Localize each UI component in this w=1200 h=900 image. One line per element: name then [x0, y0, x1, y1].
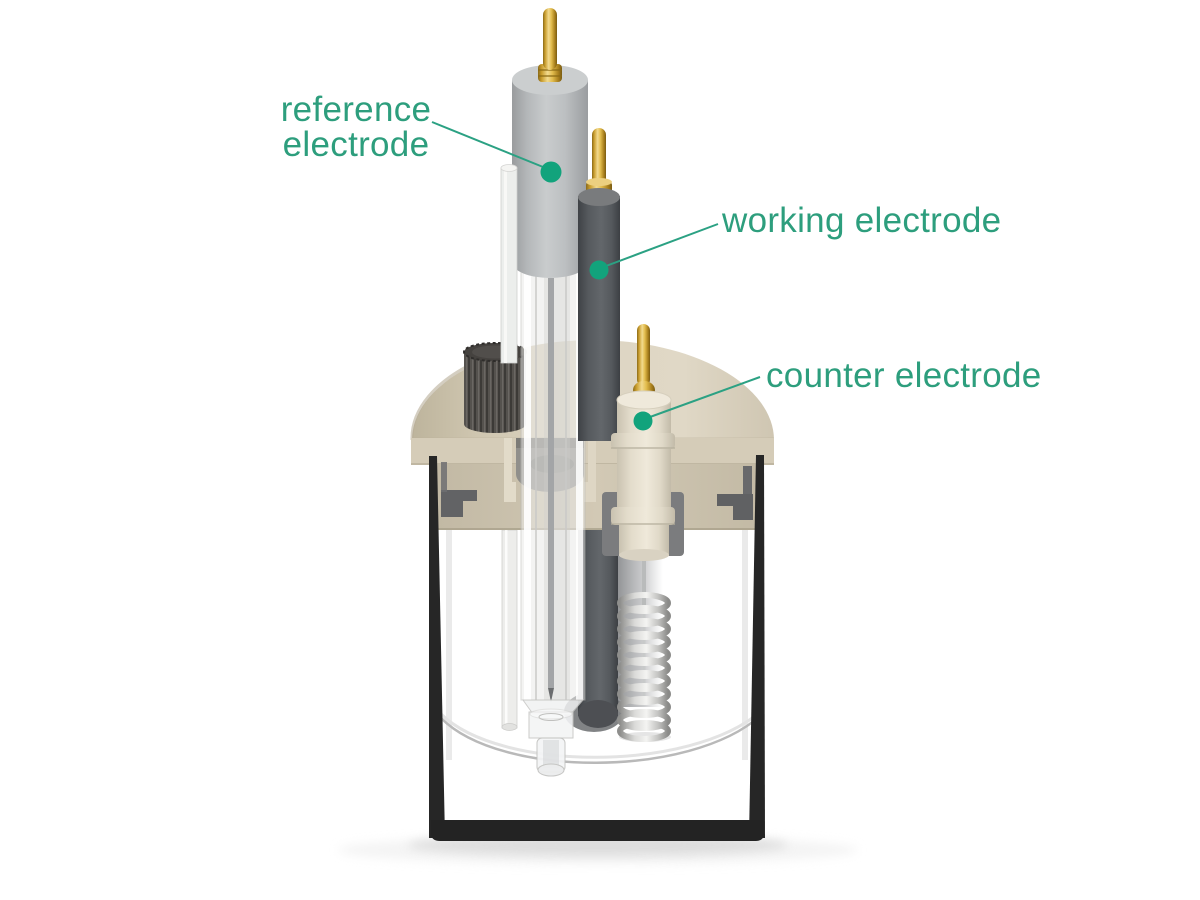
annotation-dot-counter	[633, 411, 653, 431]
label-reference-electrode-line1: reference	[281, 90, 432, 129]
counter-ridge-bottom	[611, 507, 675, 525]
lid-channel-step-left	[504, 438, 516, 502]
beaker-frame	[429, 455, 765, 841]
reference-pin-collar	[538, 64, 562, 82]
annotation-dot-reference	[540, 161, 562, 183]
working-rod-upper	[578, 196, 620, 441]
label-reference-electrode-line2: electrode	[283, 125, 430, 164]
purge-tube-lower	[501, 529, 518, 731]
working-electrode	[578, 128, 620, 441]
purge-tube-upper	[500, 164, 518, 364]
counter-electrode	[611, 324, 675, 561]
lid-groove-left	[441, 490, 477, 517]
annotations: reference electrode working electrode co…	[281, 90, 1042, 431]
reference-frit-tip	[522, 699, 585, 777]
spring-coils	[617, 592, 671, 742]
lid-block	[437, 464, 757, 530]
counter-ridge-top	[611, 433, 675, 449]
annotation-dot-working	[589, 260, 609, 280]
lid-channel-step-right	[584, 438, 596, 502]
label-counter-electrode: counter electrode	[766, 356, 1042, 395]
working-gold-pin	[592, 128, 606, 190]
reference-gold-pin	[543, 8, 557, 70]
counter-gold-pin	[637, 324, 650, 386]
leader-line-working	[605, 223, 719, 267]
lid-groove-right	[743, 466, 752, 496]
reference-inner-wire	[548, 278, 554, 688]
leader-line-counter	[649, 376, 761, 418]
label-working-electrode: working electrode	[721, 201, 1001, 240]
reference-glass-tube	[520, 262, 586, 777]
leader-line-reference	[431, 121, 549, 170]
counter-electrode-spring	[617, 553, 671, 742]
